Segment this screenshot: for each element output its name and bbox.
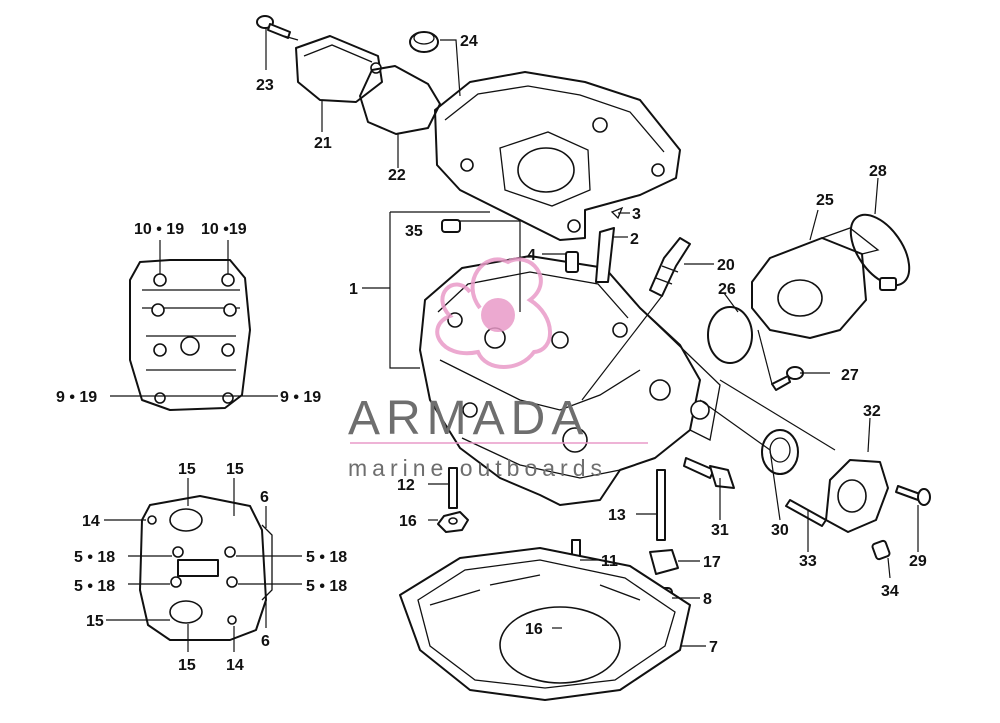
callout-11: 11 xyxy=(601,553,618,570)
callout-21: 21 xyxy=(314,135,332,152)
callout-5-18-c: 5 • 18 xyxy=(306,549,347,566)
hose-clamp xyxy=(849,213,911,291)
callout-15-a: 15 xyxy=(178,461,196,478)
callout-27: 27 xyxy=(841,367,859,384)
callout-22: 22 xyxy=(388,167,406,184)
watermark-brand: ARMADA xyxy=(348,392,589,445)
head-gasket xyxy=(399,547,691,701)
watermark: ARMADA marine outboards xyxy=(348,257,648,481)
callout-2: 2 xyxy=(630,231,639,248)
callout-34: 34 xyxy=(881,583,899,600)
callout-9-19-b: 9 • 19 xyxy=(280,389,321,406)
callout-3: 3 xyxy=(632,206,641,223)
housing-bolt xyxy=(895,485,931,506)
callout-15-c: 15 xyxy=(86,613,104,630)
watermark-tagline: marine outboards xyxy=(348,455,607,481)
part-4-guide xyxy=(565,251,579,273)
nut-16-left xyxy=(437,511,469,533)
cover-gasket xyxy=(359,65,441,135)
callout-16-a: 16 xyxy=(399,513,417,530)
callout-15-b: 15 xyxy=(226,461,244,478)
callout-5-18-d: 5 • 18 xyxy=(306,578,347,595)
callout-28: 28 xyxy=(869,163,887,180)
callout-6-a: 6 xyxy=(260,489,269,506)
intake-manifold xyxy=(751,227,880,339)
callout-20: 20 xyxy=(717,257,735,274)
callout-1: 1 xyxy=(349,281,358,298)
callout-14-a: 14 xyxy=(82,513,100,530)
callout-12: 12 xyxy=(397,477,415,494)
callout-30: 30 xyxy=(771,522,789,539)
manifold-bolt xyxy=(771,366,804,391)
callout-10-19-b: 10 •19 xyxy=(201,221,247,238)
callout-33: 33 xyxy=(799,553,817,570)
callout-10-19-a: 10 • 19 xyxy=(134,221,184,238)
part-2-rod xyxy=(595,227,615,283)
thermostat xyxy=(761,429,799,475)
thermostat-housing xyxy=(825,459,889,533)
octopus-logo-icon xyxy=(435,257,552,369)
cap-plug xyxy=(409,31,439,53)
callout-32: 32 xyxy=(863,403,881,420)
callout-4: 4 xyxy=(527,247,536,264)
callout-9-19-a: 9 • 19 xyxy=(56,389,97,406)
callout-6-b: 6 xyxy=(261,633,270,650)
inspection-cover xyxy=(295,35,383,103)
callout-7: 7 xyxy=(709,639,718,656)
callout-5-18-a: 5 • 18 xyxy=(74,549,115,566)
callout-13: 13 xyxy=(608,507,626,524)
housing-sleeve xyxy=(871,539,891,561)
cover-bolt xyxy=(256,15,291,39)
leader-lines xyxy=(104,28,919,652)
callout-23: 23 xyxy=(256,77,274,94)
stud-13 xyxy=(656,469,666,541)
callout-35: 35 xyxy=(405,223,423,240)
head-bottom-view xyxy=(139,495,273,641)
callout-29: 29 xyxy=(909,553,927,570)
housing-stud xyxy=(785,499,827,527)
stud-12 xyxy=(448,467,458,509)
callout-labels: 1 2 3 4 5 • 18 5 • 18 5 • 18 5 • 18 6 6 … xyxy=(56,33,927,674)
head-top-view xyxy=(129,259,251,411)
cylinder-head-cover xyxy=(434,71,681,241)
callout-14-b: 14 xyxy=(226,657,244,674)
nut-17 xyxy=(649,549,679,575)
part-35-cap xyxy=(441,219,461,233)
temp-sender xyxy=(683,457,735,489)
callout-26: 26 xyxy=(718,281,736,298)
callout-16-b: 16 xyxy=(525,621,543,638)
callout-17: 17 xyxy=(703,554,721,571)
callout-5-18-b: 5 • 18 xyxy=(74,578,115,595)
manifold-oring xyxy=(707,306,753,364)
callout-31: 31 xyxy=(711,522,729,539)
callout-24: 24 xyxy=(460,33,478,50)
spark-plug xyxy=(581,237,691,401)
callout-25: 25 xyxy=(816,192,834,209)
callout-15-d: 15 xyxy=(178,657,196,674)
callout-8: 8 xyxy=(703,591,712,608)
